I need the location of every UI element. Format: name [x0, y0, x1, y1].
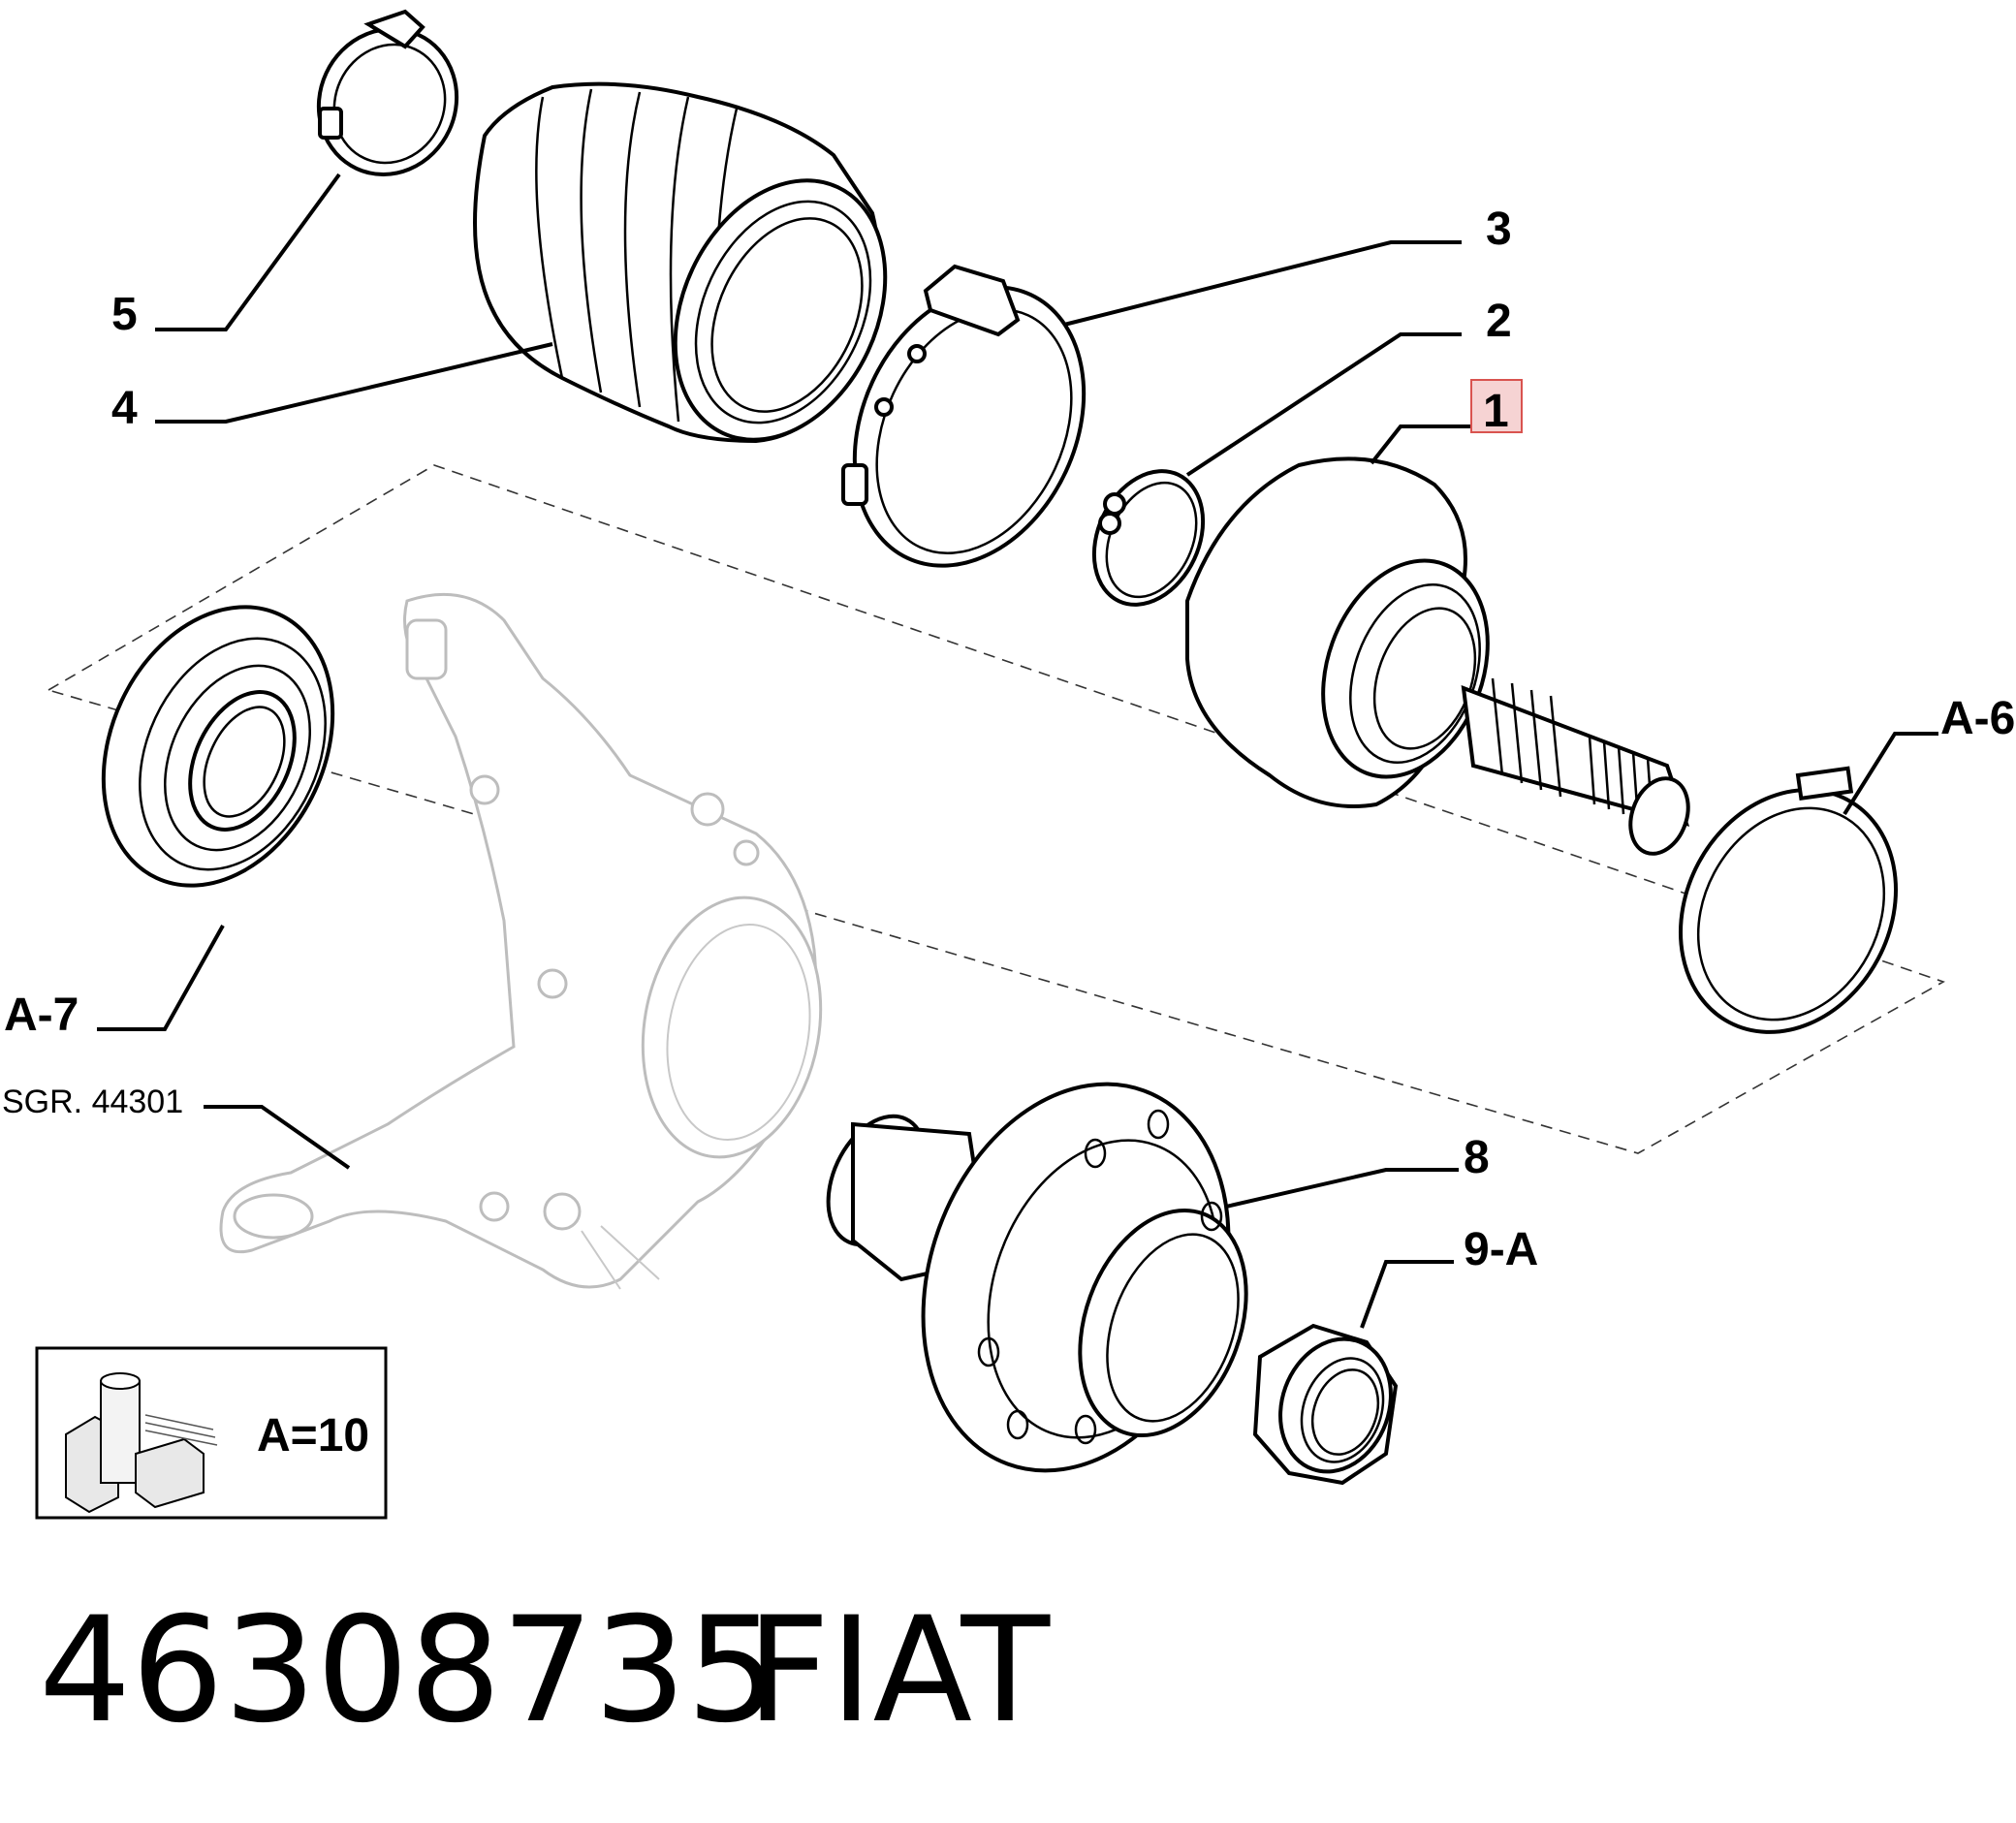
adhesive-tubes-icon: [65, 1372, 218, 1514]
leader-1: [1370, 424, 1473, 465]
steering-knuckle-ghost: [219, 592, 823, 1290]
leader-a7: [97, 925, 225, 1031]
callout-1-highlight: [1470, 379, 1523, 433]
callout-sgr[interactable]: SGR. 44301: [2, 1084, 183, 1120]
callout-2[interactable]: 2: [1486, 296, 1512, 347]
assembly-boundary: [46, 464, 1945, 1154]
callout-4[interactable]: 4: [111, 383, 138, 434]
part-2-circlip[interactable]: [1073, 454, 1223, 622]
leader-2: [1185, 332, 1462, 477]
callout-8[interactable]: 8: [1464, 1132, 1490, 1183]
callout-a6[interactable]: A-6: [1940, 693, 2015, 744]
part-3-large-clamp[interactable]: [811, 250, 1127, 604]
leader-a6: [1843, 732, 1938, 816]
callout-5[interactable]: 5: [111, 289, 138, 340]
leader-sgr: [204, 1105, 351, 1170]
callout-a7[interactable]: A-7: [4, 990, 79, 1041]
leader-8: [1225, 1168, 1459, 1209]
leader-3: [1063, 240, 1462, 327]
footer-brand: FIAT: [746, 1587, 1051, 1755]
part-8-wheel-hub[interactable]: [809, 1041, 1280, 1514]
part-1-cv-joint[interactable]: [1185, 456, 1698, 862]
callout-9a[interactable]: 9-A: [1464, 1224, 1538, 1275]
part-a7-bearing[interactable]: [60, 570, 376, 924]
leader-5: [155, 173, 341, 331]
callout-3[interactable]: 3: [1486, 204, 1512, 255]
part-9a-nut[interactable]: [1252, 1323, 1409, 1487]
leader-9a: [1360, 1260, 1454, 1329]
legend-label: A=10: [257, 1410, 369, 1462]
footer-part-number: 46308735: [39, 1587, 778, 1755]
callout-1[interactable]: 1: [1483, 386, 1509, 437]
part-5-small-clamp[interactable]: [295, 7, 480, 198]
legend-box: A=10: [35, 1346, 388, 1520]
part-a6-ring[interactable]: [1639, 752, 1937, 1070]
part-4-cv-boot[interactable]: [473, 81, 926, 474]
leader-4: [155, 342, 553, 424]
